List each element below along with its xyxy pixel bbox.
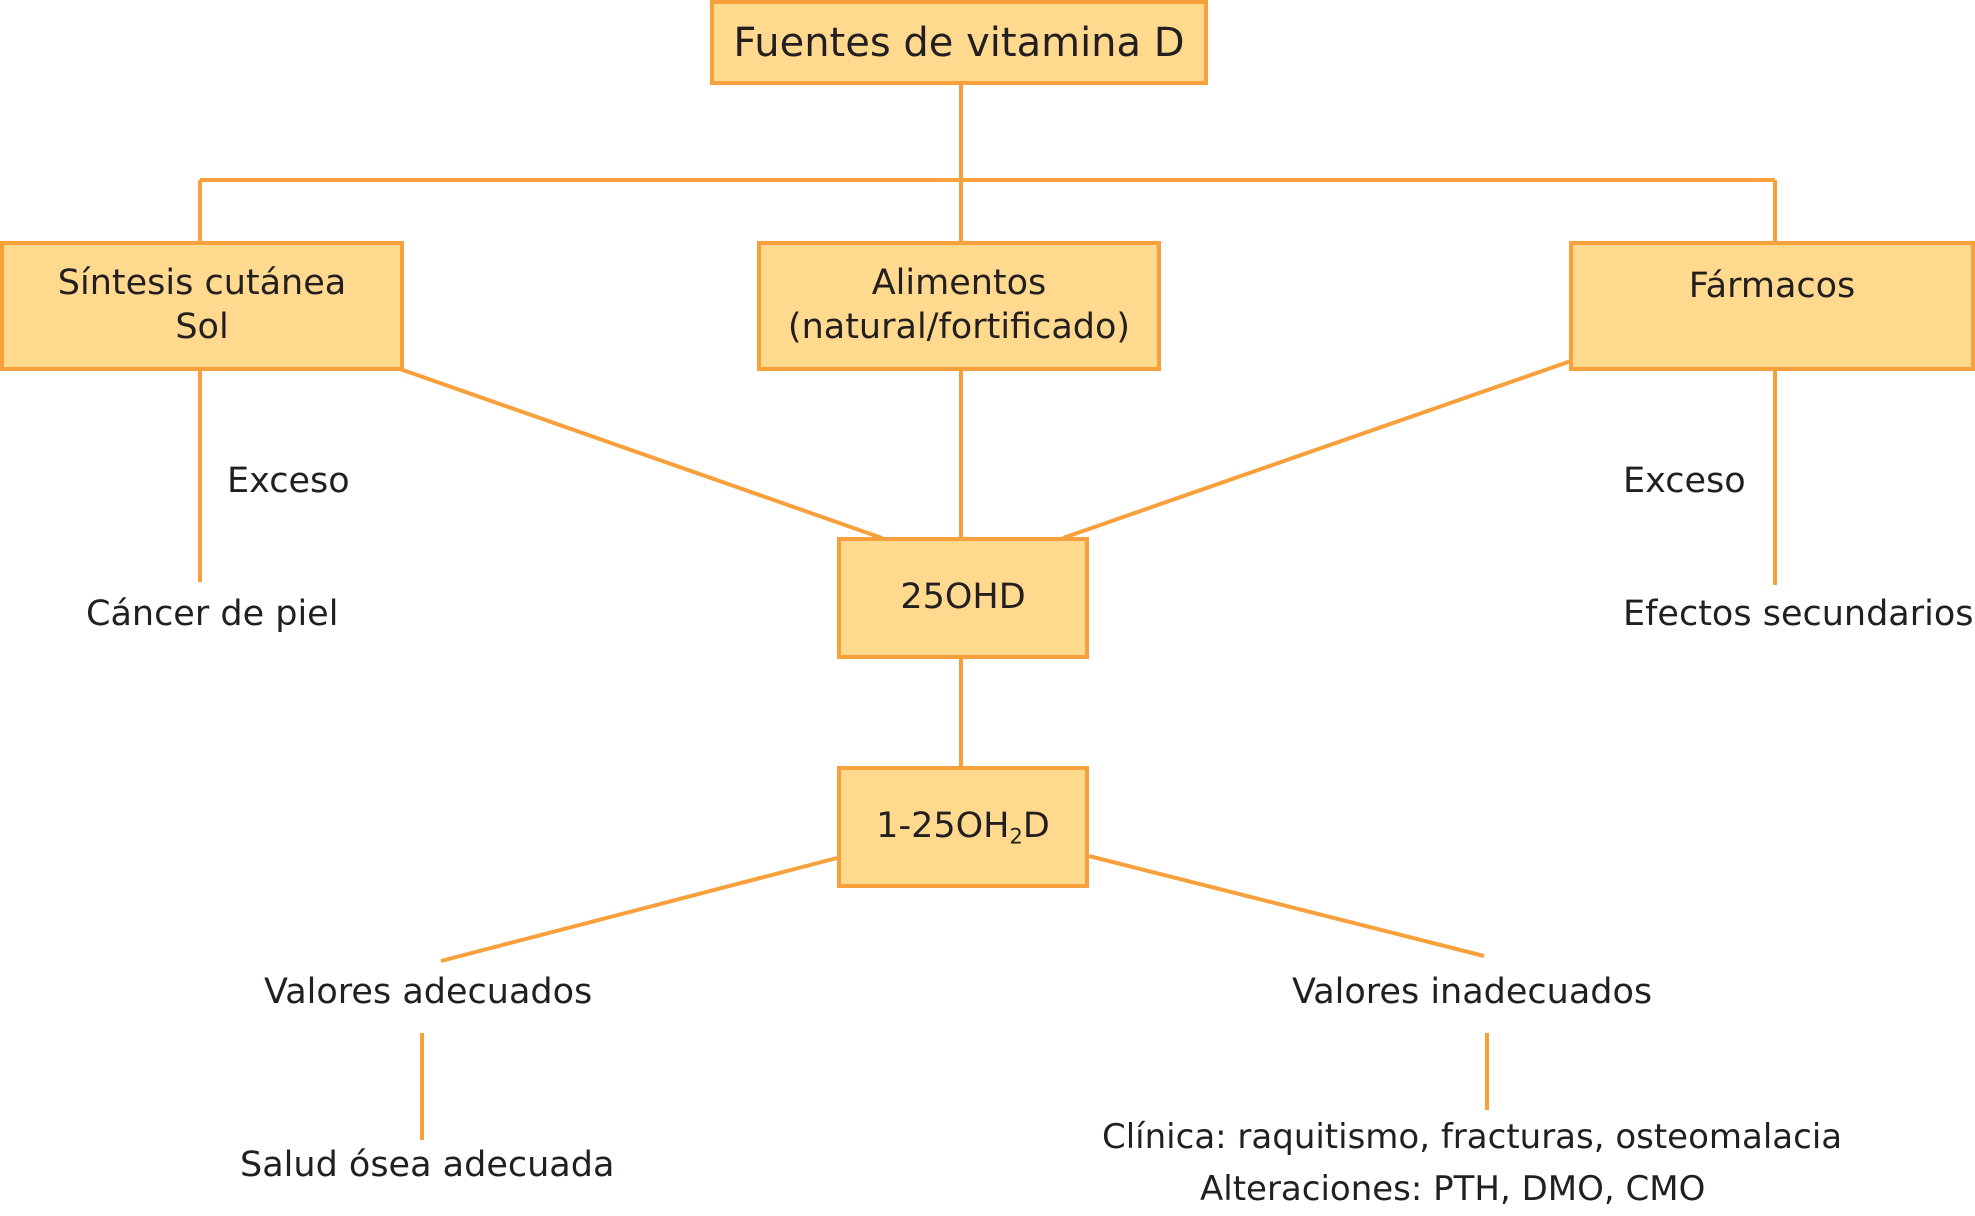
metabolite-125oh2d-label: 1-25OH2D <box>876 805 1050 850</box>
metabolite-125oh2d-suffix: D <box>1022 805 1050 846</box>
source-node-alimentos: Alimentos (natural/fortificado) <box>757 241 1161 371</box>
connector-sintesis-25ohd <box>399 367 883 540</box>
source-sintesis-line2: Sol <box>175 307 229 347</box>
metabolite-25ohd-label: 25OHD <box>900 577 1026 618</box>
right-edge-label-exceso: Exceso <box>1623 461 1746 501</box>
right-outcome-efectos: Efectos secundarios <box>1623 594 1974 634</box>
inadequate-outcome-clinica: Clínica: raquitismo, fracturas, osteomal… <box>1102 1117 1843 1157</box>
connector-125oh2d-adecuados <box>440 856 838 963</box>
source-node-sintesis: Síntesis cutánea Sol <box>0 241 404 371</box>
root-node-box: Fuentes de vitamina D <box>710 0 1208 85</box>
metabolite-125oh2d-prefix: 1-25OH <box>876 805 1010 846</box>
connector-125oh2d-inadecuados <box>1088 854 1485 958</box>
source-sintesis-line1: Síntesis cutánea <box>57 263 347 304</box>
source-alimentos-line1: Alimentos <box>871 263 1047 304</box>
source-node-farmacos: Fármacos <box>1569 241 1975 371</box>
source-alimentos-line2: (natural/fortificado) <box>787 307 1131 347</box>
connector-farmacos-25ohd <box>1062 359 1572 540</box>
adequate-outcome-salud: Salud ósea adecuada <box>240 1145 615 1185</box>
inadequate-outcome-alteraciones: Alteraciones: PTH, DMO, CMO <box>1200 1169 1706 1209</box>
source-farmacos-line1: Fármacos <box>1688 266 1856 306</box>
metabolite-125oh2d-subscript: 2 <box>1009 824 1023 849</box>
left-edge-label-exceso: Exceso <box>227 461 350 501</box>
metabolite-25ohd-box: 25OHD <box>837 537 1089 659</box>
root-node-label: Fuentes de vitamina D <box>733 19 1185 66</box>
inadequate-values-label: Valores inadecuados <box>1292 972 1653 1012</box>
metabolite-125oh2d-box: 1-25OH2D <box>837 766 1089 888</box>
adequate-values-label: Valores adecuados <box>264 972 593 1012</box>
left-outcome-cancer-piel: Cáncer de piel <box>86 594 339 634</box>
